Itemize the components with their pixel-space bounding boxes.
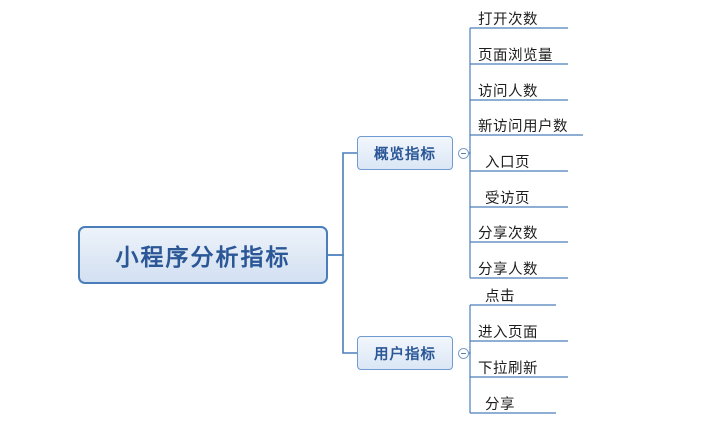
leaf-node[interactable]: 访问人数 <box>478 84 538 100</box>
minus-circle-icon[interactable] <box>458 347 469 359</box>
branch-node-label: 用户指标 <box>374 346 436 363</box>
leaf-node[interactable]: 新访问用户数 <box>478 119 568 135</box>
leaf-node[interactable]: 下拉刷新 <box>478 361 538 377</box>
branch-node-overview[interactable]: 概览指标 <box>357 136 453 170</box>
root-node-label: 小程序分析指标 <box>115 244 291 270</box>
branch-node-label: 概览指标 <box>374 146 436 163</box>
leaf-node[interactable]: 打开次数 <box>478 12 538 28</box>
leaf-node[interactable]: 进入页面 <box>478 325 538 341</box>
leaf-node[interactable]: 分享次数 <box>478 226 538 242</box>
leaf-node[interactable]: 分享人数 <box>478 262 538 278</box>
leaf-node[interactable]: 受访页 <box>485 191 530 207</box>
leaf-node[interactable]: 页面浏览量 <box>478 48 553 64</box>
leaf-node[interactable]: 点击 <box>485 289 515 305</box>
leaf-node[interactable]: 分享 <box>485 397 515 413</box>
leaf-node[interactable]: 入口页 <box>485 155 530 171</box>
root-node[interactable]: 小程序分析指标 <box>78 226 328 284</box>
branch-node-user[interactable]: 用户指标 <box>357 336 453 370</box>
minus-circle-icon[interactable] <box>458 147 469 159</box>
